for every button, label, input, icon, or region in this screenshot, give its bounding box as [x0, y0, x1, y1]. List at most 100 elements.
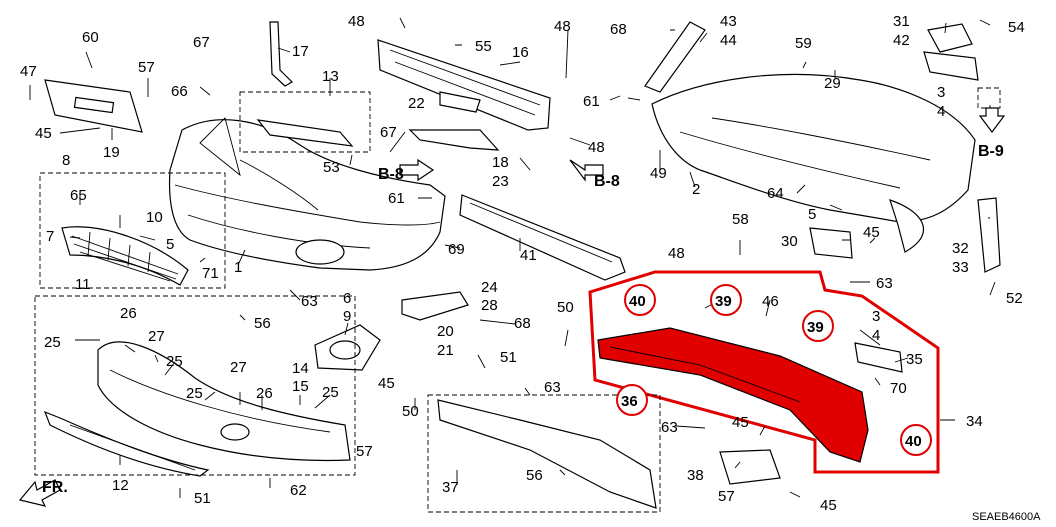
highlight-outline — [588, 270, 940, 474]
bracket-17 — [269, 21, 293, 87]
callout-16: 16 — [512, 44, 529, 61]
callout-49: 49 — [650, 165, 667, 182]
callout-19: 19 — [103, 144, 120, 161]
callout-53: 53 — [323, 159, 340, 176]
callout-61: 61 — [388, 190, 405, 207]
callout-14: 14 — [292, 360, 309, 377]
fog-garnish — [314, 324, 381, 371]
callout-47: 47 — [20, 63, 37, 80]
group-box-b9 — [977, 87, 1001, 109]
callout-68: 68 — [514, 315, 531, 332]
rear-bracket-38 — [719, 449, 781, 485]
front-direction-label: FR. — [42, 479, 68, 496]
callout-3: 3 — [937, 84, 945, 101]
callout-25: 25 — [44, 334, 61, 351]
callout-labels: 60 47 57 45 19 8 66 67 17 13 48 55 16 48… — [20, 13, 1041, 523]
callout-4: 4 — [937, 103, 945, 120]
license-plate-bracket — [44, 79, 143, 133]
callout-50: 50 — [557, 299, 574, 316]
highlight-circle-36 — [616, 384, 648, 416]
callout-26-b: 26 — [256, 385, 273, 402]
rear-bracket-30 — [809, 227, 853, 259]
rear-lower-spoiler — [597, 327, 869, 463]
callout-2: 2 — [692, 181, 700, 198]
callout-50-b: 50 — [402, 403, 419, 420]
callout-30: 30 — [781, 233, 798, 250]
callout-45-c: 45 — [863, 224, 880, 241]
callout-21: 21 — [437, 342, 454, 359]
callout-35: 35 — [906, 351, 923, 368]
callout-17: 17 — [292, 43, 309, 60]
callout-22: 22 — [408, 95, 425, 112]
front-grille — [61, 226, 189, 286]
front-direction-arrow — [18, 479, 61, 507]
callout-38: 38 — [687, 467, 704, 484]
callout-63-b: 63 — [544, 379, 561, 396]
callout-68-a: 68 — [610, 21, 627, 38]
highlight-circle-40-top — [624, 284, 656, 316]
callout-48-b: 48 — [554, 18, 571, 35]
callout-10: 10 — [146, 209, 163, 226]
ref-arrow-b8-left — [399, 158, 435, 182]
callout-9: 9 — [343, 308, 351, 325]
callout-57-c: 57 — [718, 488, 735, 505]
callout-45: 45 — [35, 125, 52, 142]
highlight-circle-39-right — [802, 310, 834, 342]
ref-arrow-b8-right — [569, 159, 604, 182]
callout-32: 32 — [952, 240, 969, 257]
callout-45-b: 45 — [378, 375, 395, 392]
callout-54: 54 — [1008, 19, 1025, 36]
callout-48-c: 48 — [588, 139, 605, 156]
callout-27-b: 27 — [230, 359, 247, 376]
rear-bracket-43-44 — [644, 21, 706, 93]
callout-57-b: 57 — [356, 443, 373, 460]
callout-45-d: 45 — [732, 414, 749, 431]
callout-29: 29 — [824, 75, 841, 92]
callout-25-d: 25 — [322, 384, 339, 401]
bracket-22 — [439, 91, 481, 113]
rear-bracket-3-4-lower — [854, 342, 903, 373]
callout-15: 15 — [292, 378, 309, 395]
callout-51: 51 — [500, 349, 517, 366]
callout-42: 42 — [893, 32, 910, 49]
ref-b9: B-9 — [978, 143, 1004, 160]
callout-39-right: 39 — [807, 319, 824, 336]
highlight-circle-39-left — [710, 284, 742, 316]
front-lower-spoiler — [97, 341, 351, 462]
callout-23: 23 — [492, 173, 509, 190]
callout-69: 69 — [448, 241, 465, 258]
callout-64: 64 — [767, 185, 784, 202]
highlight-circle-40-bottom — [900, 424, 932, 456]
callout-43: 43 — [720, 13, 737, 30]
front-beam — [459, 194, 626, 281]
group-box-13 — [239, 91, 371, 153]
group-box-37 — [427, 394, 661, 513]
callout-70: 70 — [890, 380, 907, 397]
callout-45-e: 45 — [820, 497, 837, 514]
callout-39-left: 39 — [715, 293, 732, 310]
callout-40-top: 40 — [629, 293, 646, 310]
callout-63: 63 — [301, 293, 318, 310]
callout-34: 34 — [966, 413, 983, 430]
callout-58: 58 — [732, 211, 749, 228]
callout-46: 46 — [762, 293, 779, 310]
callout-60: 60 — [82, 29, 99, 46]
callout-37: 37 — [442, 479, 459, 496]
callout-65: 65 — [70, 187, 87, 204]
callout-8: 8 — [62, 152, 70, 169]
callout-36: 36 — [621, 393, 638, 410]
callout-51-b: 51 — [194, 490, 211, 507]
callout-56-b: 56 — [526, 467, 543, 484]
callout-27: 27 — [148, 328, 165, 345]
callout-25-c: 25 — [186, 385, 203, 402]
bracket-13 — [256, 119, 354, 147]
lower-grille — [43, 410, 210, 477]
callout-71: 71 — [202, 265, 219, 282]
group-box-11 — [34, 295, 356, 476]
callout-25-b: 25 — [166, 353, 183, 370]
upper-beam — [377, 39, 551, 131]
diagram-code: SEAEB4600A — [972, 511, 1041, 523]
callout-40-bottom: 40 — [905, 433, 922, 450]
callout-3-b: 3 — [872, 308, 880, 325]
